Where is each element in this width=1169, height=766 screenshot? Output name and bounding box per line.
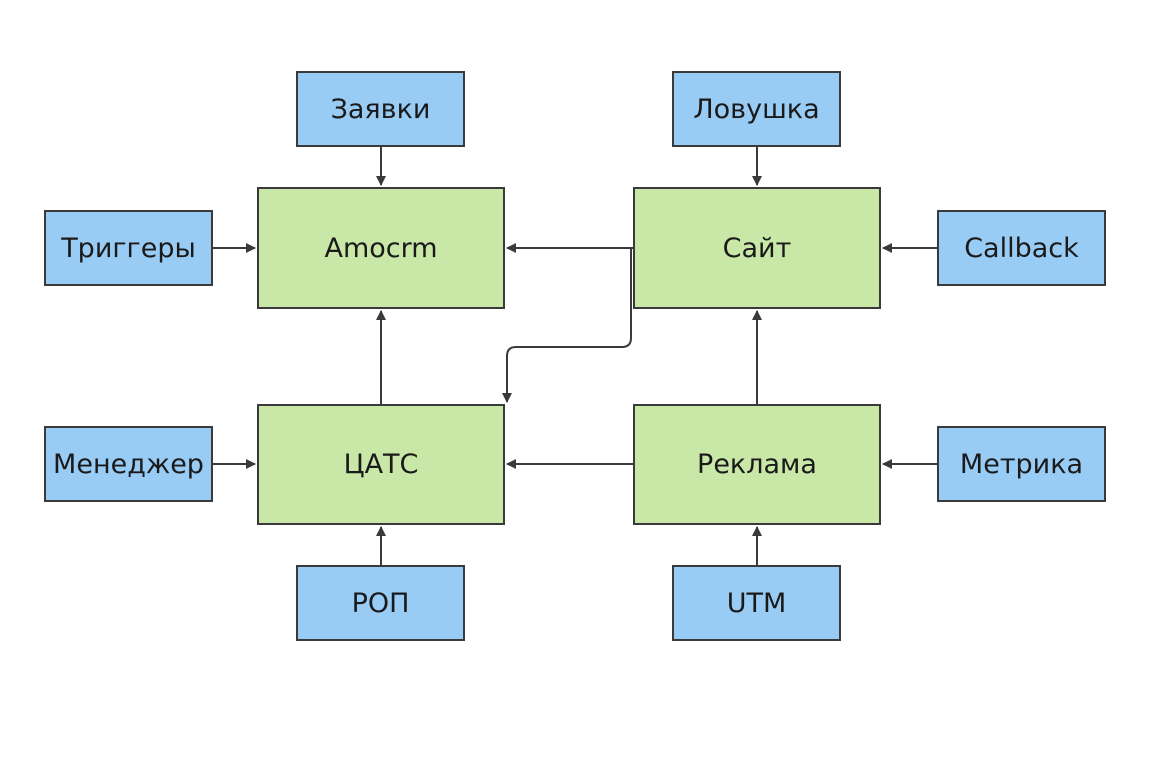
edge-sait-tsats [502,248,632,403]
node-sait: Сайт [633,187,881,309]
node-reklama: Реклама [633,404,881,525]
node-utm: UTM [672,565,841,641]
node-callback: Callback [937,210,1106,286]
node-rop: РОП [296,565,465,641]
node-amocrm: Amocrm [257,187,505,309]
node-zayavki: Заявки [296,71,465,147]
node-menedzher: Менеджер [44,426,213,502]
node-tsats: ЦАТС [257,404,505,525]
node-metrika: Метрика [937,426,1106,502]
node-lovushka: Ловушка [672,71,841,147]
node-triggery: Триггеры [44,210,213,286]
